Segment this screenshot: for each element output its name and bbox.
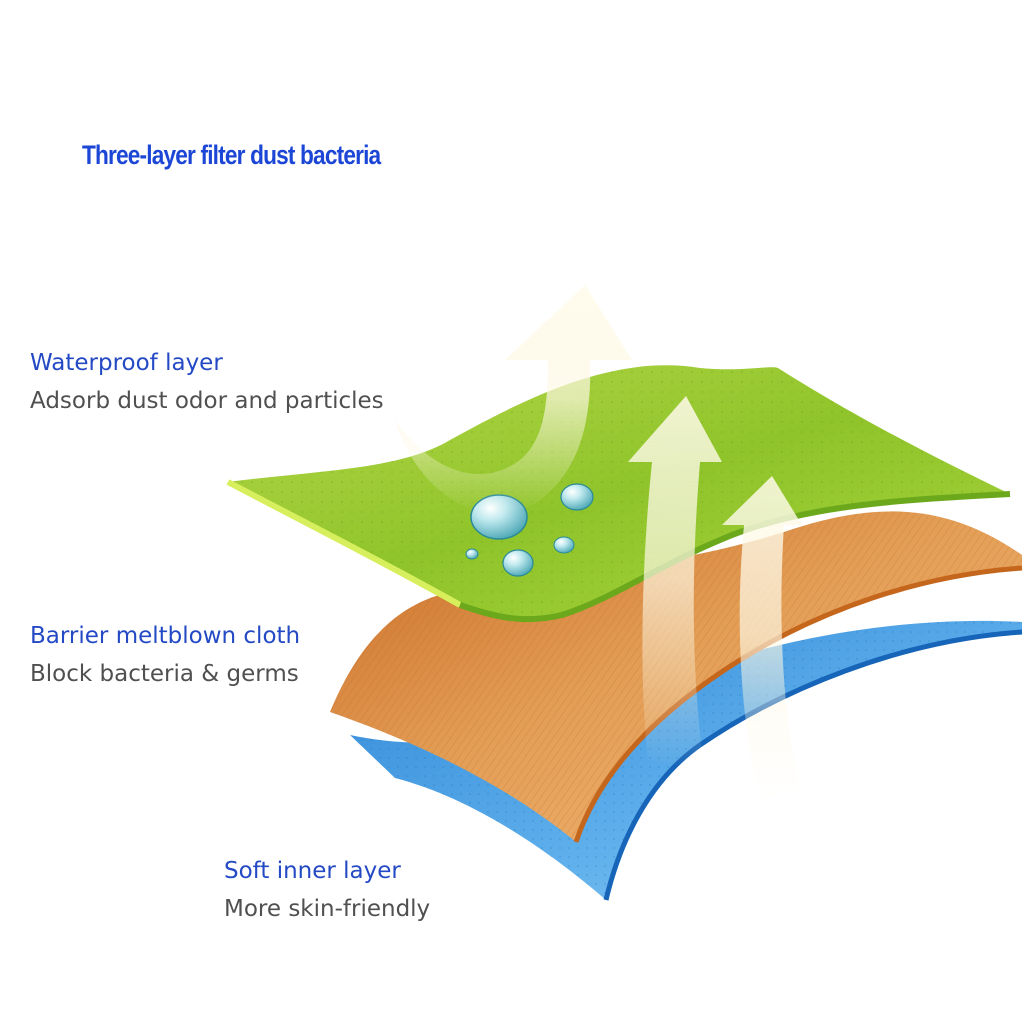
airflow-arrow-middle (628, 396, 722, 770)
soft-inner-layer-heading: Soft inner layer (224, 858, 401, 884)
airflow-arrow-left (395, 285, 632, 514)
meltblown-layer-label: Barrier meltblown cloth Block bacteria &… (30, 617, 300, 693)
waterproof-layer-label: Waterproof layer Adsorb dust odor and pa… (30, 344, 384, 420)
soft-inner-layer-shape (350, 620, 1023, 901)
meltblown-layer-description: Block bacteria & germs (30, 661, 299, 687)
airflow-arrows (395, 285, 802, 800)
soft-inner-layer-description: More skin-friendly (224, 896, 431, 922)
meltblown-layer-heading: Barrier meltblown cloth (30, 623, 301, 649)
airflow-arrow-right (722, 476, 802, 800)
waterproof-layer-heading: Waterproof layer (30, 350, 223, 376)
waterproof-layer-description: Adsorb dust odor and particles (30, 388, 384, 414)
soft-inner-layer-label: Soft inner layer More skin-friendly (224, 852, 430, 928)
diagram-title: Three-layer filter dust bacteria (82, 140, 381, 170)
